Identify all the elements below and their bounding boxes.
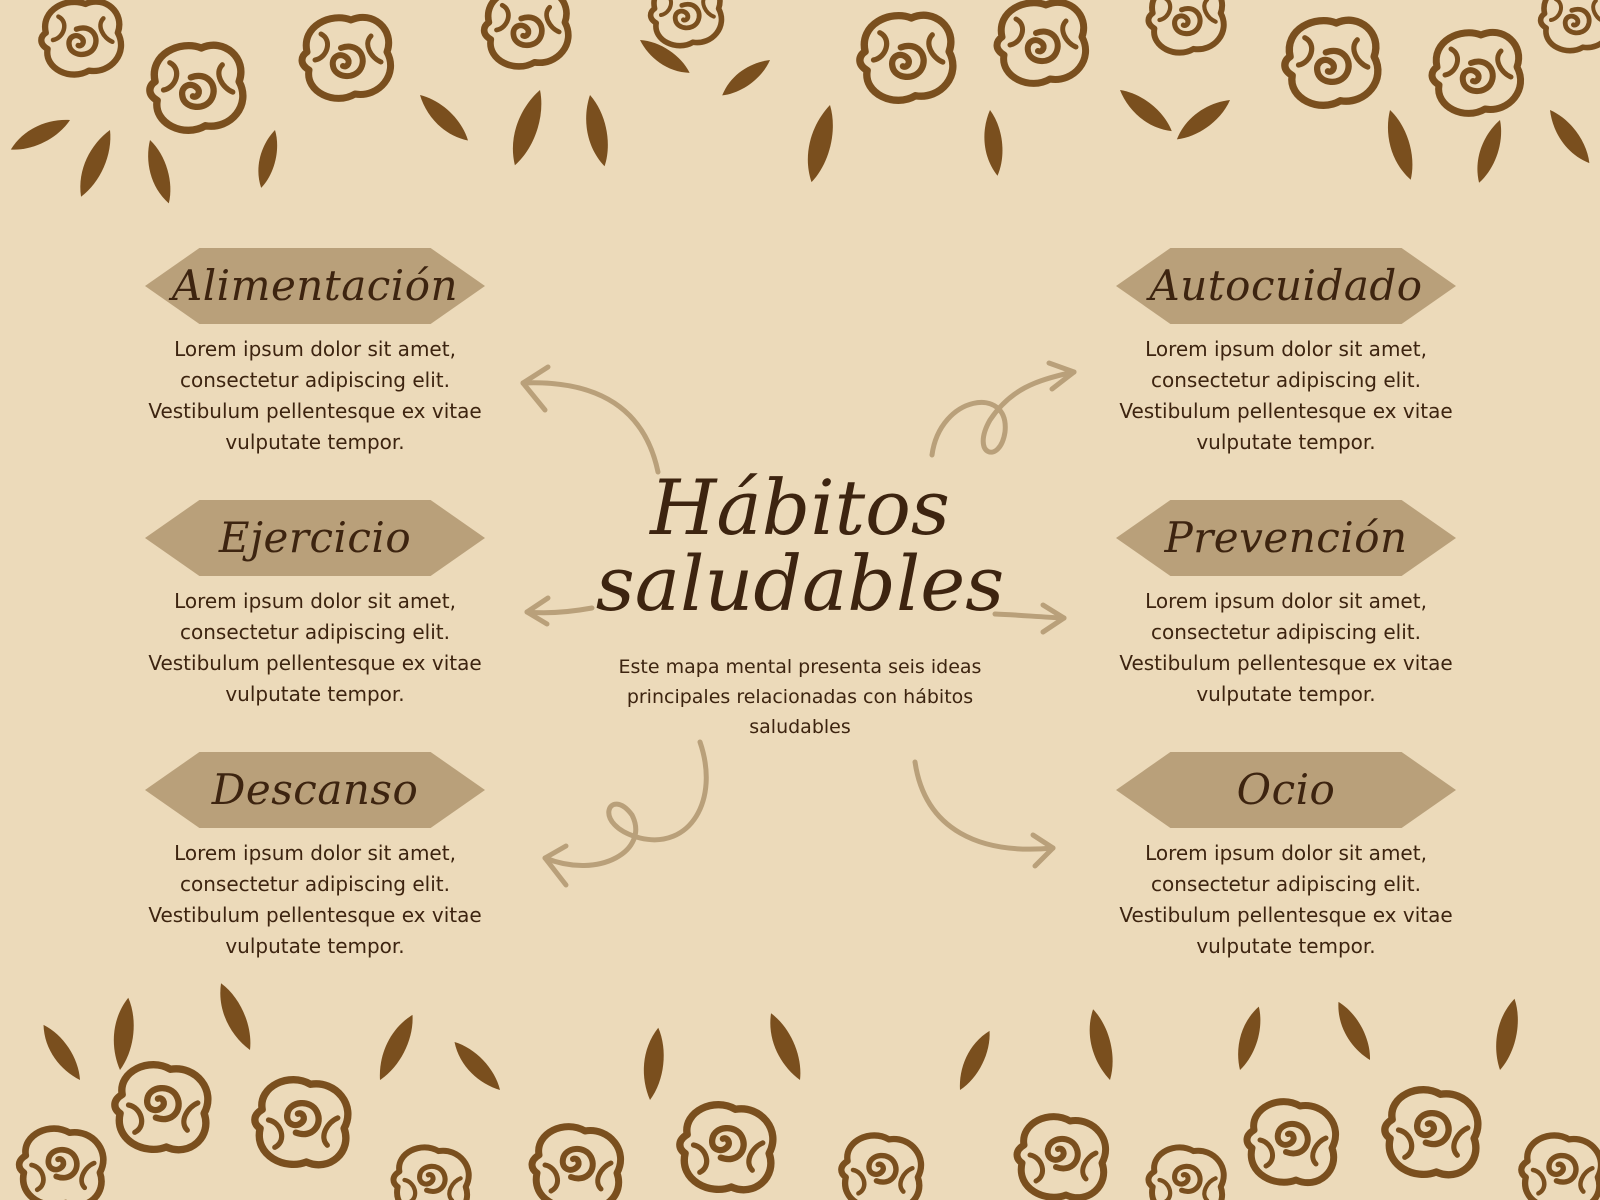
node-title: Prevención <box>1164 513 1408 562</box>
arrow-to-alimentacion <box>520 364 661 475</box>
node-description: Lorem ipsum dolor sit amet, consectetur … <box>1119 841 1453 958</box>
central-title-line2: saludables <box>595 539 1005 628</box>
node-banner: Alimentación <box>145 248 485 324</box>
node-prevencion: Prevención Lorem ipsum dolor sit amet, c… <box>1116 500 1456 710</box>
node-description: Lorem ipsum dolor sit amet, consectetur … <box>148 841 482 958</box>
node-banner: Ejercicio <box>145 500 485 576</box>
node-ejercicio: Ejercicio Lorem ipsum dolor sit amet, co… <box>145 500 485 710</box>
node-banner: Prevención <box>1116 500 1456 576</box>
node-title: Alimentación <box>171 261 459 310</box>
node-autocuidado: Autocuidado Lorem ipsum dolor sit amet, … <box>1116 248 1456 458</box>
node-banner: Ocio <box>1116 752 1456 828</box>
node-title: Autocuidado <box>1149 261 1423 310</box>
node-alimentacion: Alimentación Lorem ipsum dolor sit amet,… <box>145 248 485 458</box>
rose-border-icon <box>0 979 1600 1200</box>
node-title: Ocio <box>1236 765 1336 814</box>
node-title: Ejercicio <box>218 513 412 562</box>
arrow-to-autocuidado <box>929 360 1077 458</box>
node-description: Lorem ipsum dolor sit amet, consectetur … <box>148 337 482 454</box>
central-subtitle: Este mapa mental presenta seis ideas pri… <box>618 656 982 738</box>
node-descanso: Descanso Lorem ipsum dolor sit amet, con… <box>145 752 485 962</box>
node-ocio: Ocio Lorem ipsum dolor sit amet, consect… <box>1116 752 1456 962</box>
node-description: Lorem ipsum dolor sit amet, consectetur … <box>1119 337 1453 454</box>
node-banner: Descanso <box>145 752 485 828</box>
node-title: Descanso <box>211 765 419 814</box>
floral-border-top <box>0 0 1600 240</box>
central-title-line1: Hábitos <box>650 463 950 552</box>
rose-border-icon <box>7 0 1600 206</box>
arrow-to-descanso <box>542 739 709 888</box>
node-description: Lorem ipsum dolor sit amet, consectetur … <box>148 589 482 706</box>
node-description: Lorem ipsum dolor sit amet, consectetur … <box>1119 589 1453 706</box>
floral-border-bottom <box>0 960 1600 1200</box>
central-title: Hábitos saludables <box>580 470 1020 622</box>
central-topic: Hábitos saludables Este mapa mental pres… <box>580 470 1020 742</box>
arrow-to-ocio <box>912 759 1056 869</box>
node-banner: Autocuidado <box>1116 248 1456 324</box>
